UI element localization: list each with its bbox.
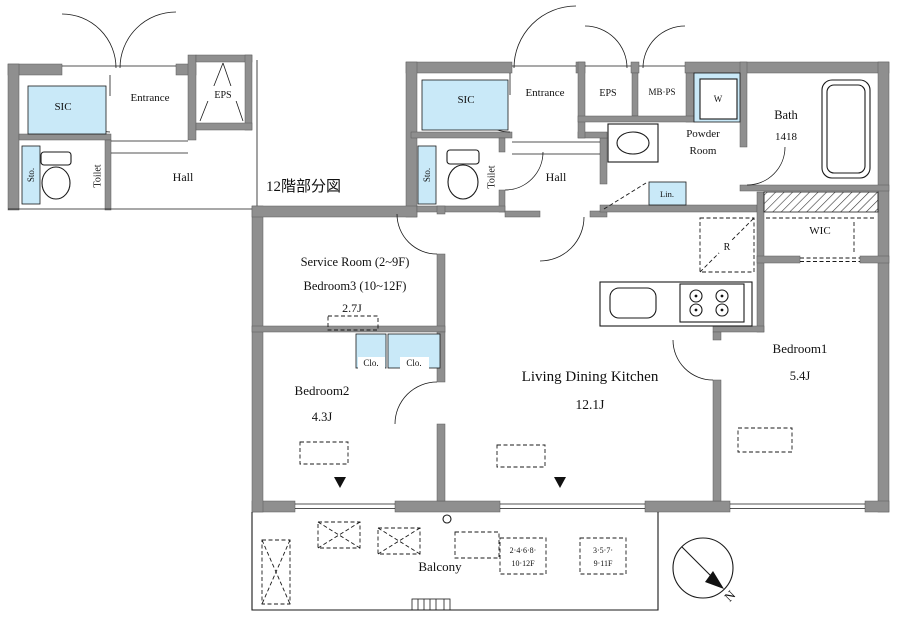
inset-entrance-label: Entrance <box>130 92 169 104</box>
balcony-partition-hatch <box>411 598 451 611</box>
powder-room-label-2: Room <box>690 145 717 157</box>
closet-right-chip <box>400 357 429 369</box>
bedroom3-label: Bedroom3 (10~12F) <box>304 279 407 293</box>
bath-size-label: 1418 <box>775 131 798 143</box>
bedroom2-label: Bedroom2 <box>295 383 350 398</box>
floor-note-even-box <box>499 537 547 575</box>
bedroom1-size-label: 5.4J <box>790 369 811 383</box>
mb-ps-label: MB·PS <box>648 87 675 97</box>
eps-label: EPS <box>599 88 616 99</box>
vanity-sink <box>607 123 659 163</box>
hall-label: Hall <box>546 170 567 184</box>
sic-area <box>421 79 509 131</box>
sto-label: Sto. <box>422 168 432 182</box>
inset-sic-area <box>27 85 107 135</box>
floor-note-odd-line2: 9·11F <box>594 559 613 568</box>
inset-toilet-label: Toilet <box>93 164 104 187</box>
balcony-label: Balcony <box>418 559 462 574</box>
stove <box>679 283 745 323</box>
inset-sto-label: Sto. <box>26 168 36 182</box>
main-walls <box>251 61 890 513</box>
pillar-mark <box>442 514 452 524</box>
floor-note-odd-line1: 3·5·7· <box>593 546 613 555</box>
kitchen-sink <box>609 287 657 319</box>
toilet-fixture <box>446 149 480 200</box>
inset-eps-label-chip <box>206 86 240 101</box>
dashed-storage-marks <box>299 217 874 468</box>
refrigerator-label: R <box>724 242 731 253</box>
ldk-size-label: 12.1J <box>576 397 605 412</box>
bedroom2-size-label: 4.3J <box>312 410 333 424</box>
sto-area <box>417 145 437 205</box>
balcony: 2·4·6·8· 10·12F 3·5·7· 9·11F Balcony <box>251 512 659 611</box>
floor-note-odd-box <box>579 537 627 575</box>
floor-note-even-line2: 10·12F <box>511 559 535 568</box>
closet-right-label: Clo. <box>406 358 421 368</box>
service-size-label: 2.7J <box>342 301 362 315</box>
powder-room-label-1: Powder <box>686 128 720 140</box>
inset-hall-label: Hall <box>173 170 194 184</box>
closet-left-label: Clo. <box>363 358 378 368</box>
inset-toilet-fixture <box>40 151 72 200</box>
linen-label: Lin. <box>660 189 674 199</box>
inset-sic-label: SIC <box>54 101 71 113</box>
washer-label: W <box>714 94 723 104</box>
refrigerator-space <box>699 217 755 273</box>
floor-note-even-line1: 2·4·6·8· <box>510 546 537 555</box>
compass: N <box>672 537 739 604</box>
closet-left-chip <box>358 357 385 369</box>
compass-needle-head <box>705 571 724 589</box>
main-plan: SIC Entrance EPS MB·PS W Bath 1418 Powde… <box>251 5 890 524</box>
wic-label: WIC <box>809 225 830 237</box>
balcony-outline <box>251 512 659 611</box>
linen-area <box>648 181 687 206</box>
sic-label: SIC <box>457 94 474 106</box>
entrance-label: Entrance <box>525 87 564 99</box>
service-room-label: Service Room (2~9F) <box>301 255 410 269</box>
ldk-label: Living Dining Kitchen <box>522 369 659 385</box>
bath-tub <box>821 79 871 179</box>
inset-caption: 12階部分図 <box>266 178 341 195</box>
entrance-step-lines <box>512 141 600 155</box>
bedroom1-label: Bedroom1 <box>773 341 828 356</box>
window-lines <box>295 65 865 509</box>
washing-machine-pan <box>699 78 738 120</box>
bath-label: Bath <box>774 108 798 122</box>
wic-hatched-wall <box>763 191 879 213</box>
sash-markers <box>334 477 566 488</box>
outdoor-unit-marks <box>261 521 500 605</box>
inset-eps-label: EPS <box>214 90 231 101</box>
toilet-label: Toilet <box>487 165 498 188</box>
inset-storage-area <box>21 145 41 205</box>
kitchen-counter <box>599 281 753 327</box>
inset-walls <box>7 54 253 211</box>
inset-plan: SIC Entrance EPS Sto. Toilet Hall 12階部分図 <box>7 11 341 211</box>
refrigerator-label-chip <box>719 240 736 253</box>
